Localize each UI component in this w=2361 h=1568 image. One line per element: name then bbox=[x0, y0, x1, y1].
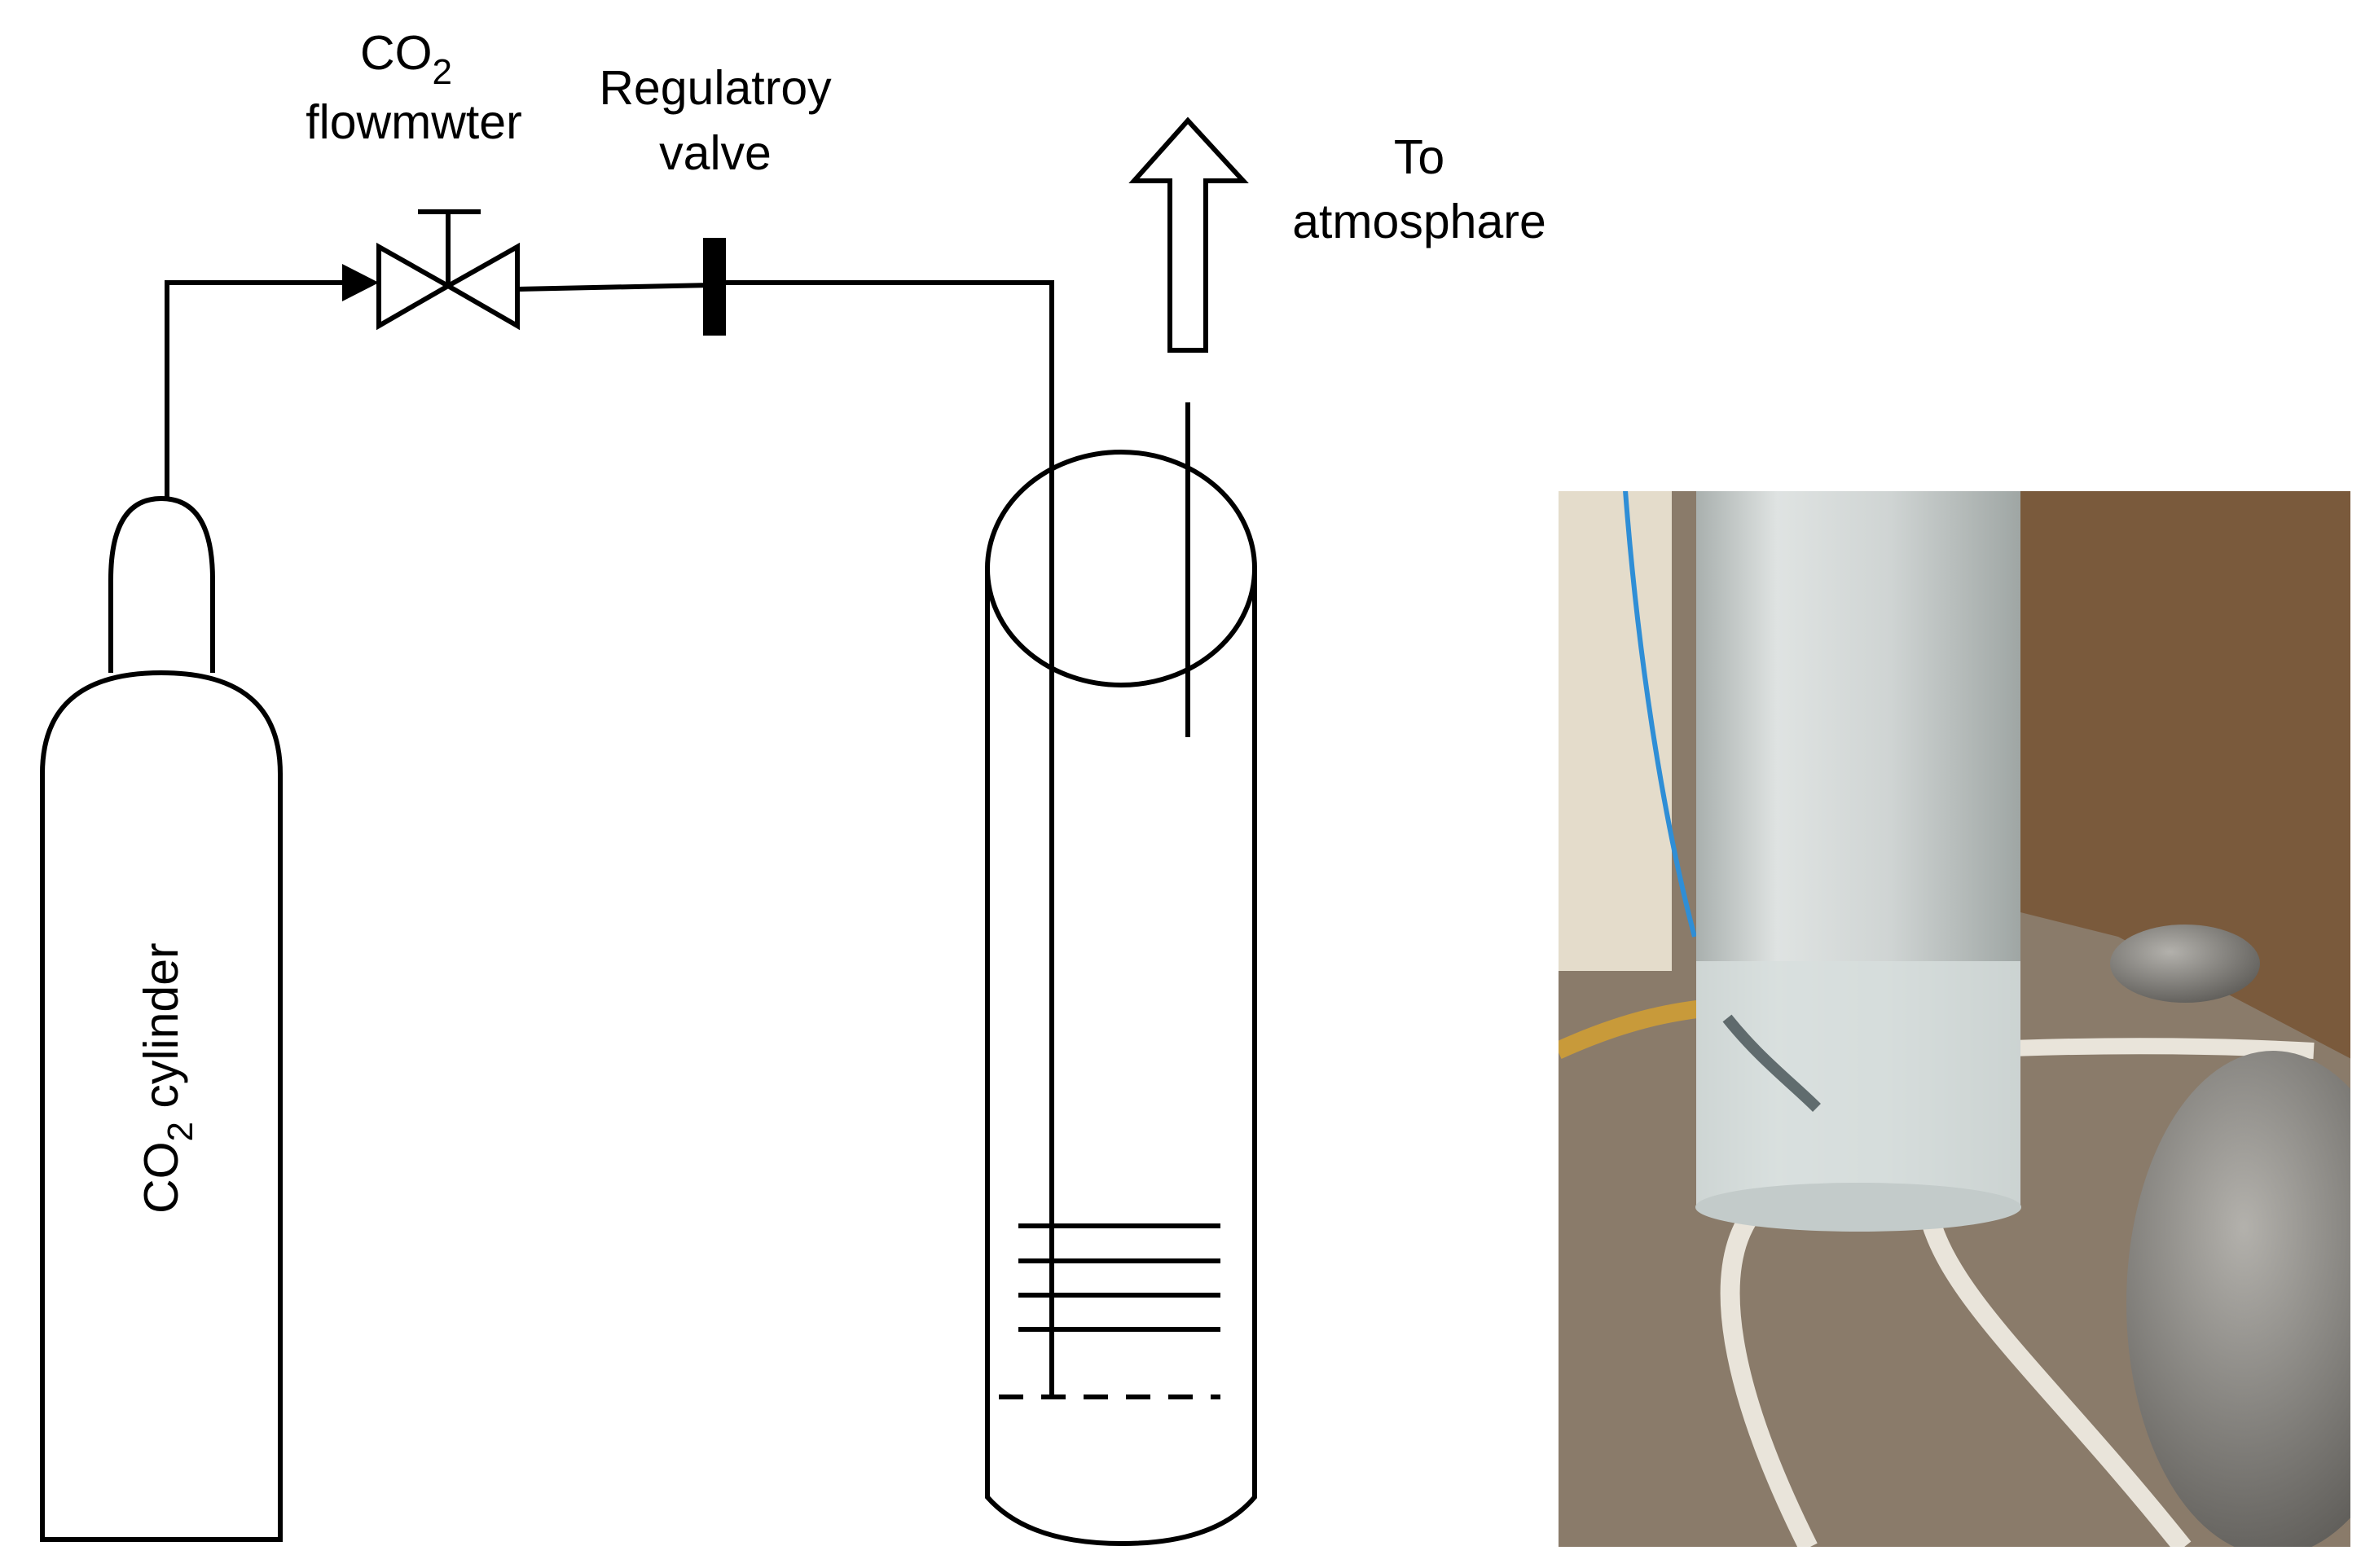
apparatus-photo bbox=[1557, 490, 2352, 1548]
gas-line-to-regulator bbox=[517, 283, 712, 292]
flowmeter-label-line1: CO2 bbox=[360, 26, 452, 92]
outlet-arrow bbox=[1128, 116, 1249, 353]
regulatory-valve-symbol bbox=[703, 238, 726, 336]
valve-label-line1: Regulatroy bbox=[599, 61, 832, 115]
flowmeter-label-line2: flowmwter bbox=[306, 95, 522, 149]
schematic-diagram: CO2 flowmwter Regulatroy valve To atmosp… bbox=[40, 26, 1546, 1547]
valve-label-line2: valve bbox=[659, 126, 772, 180]
flowmeter-valve-symbol bbox=[376, 209, 520, 331]
atmosphere-label-line1: To bbox=[1394, 130, 1444, 184]
cylinder-label: CO2 cylinder bbox=[134, 942, 200, 1214]
flow-arrowhead bbox=[342, 264, 379, 301]
atmosphere-label-line2: atmosphare bbox=[1292, 195, 1546, 248]
reaction-column bbox=[985, 402, 1257, 1547]
gas-line-to-column bbox=[726, 280, 1054, 1397]
gas-line-to-flowmeter bbox=[165, 280, 349, 499]
co2-cylinder bbox=[40, 495, 283, 1542]
